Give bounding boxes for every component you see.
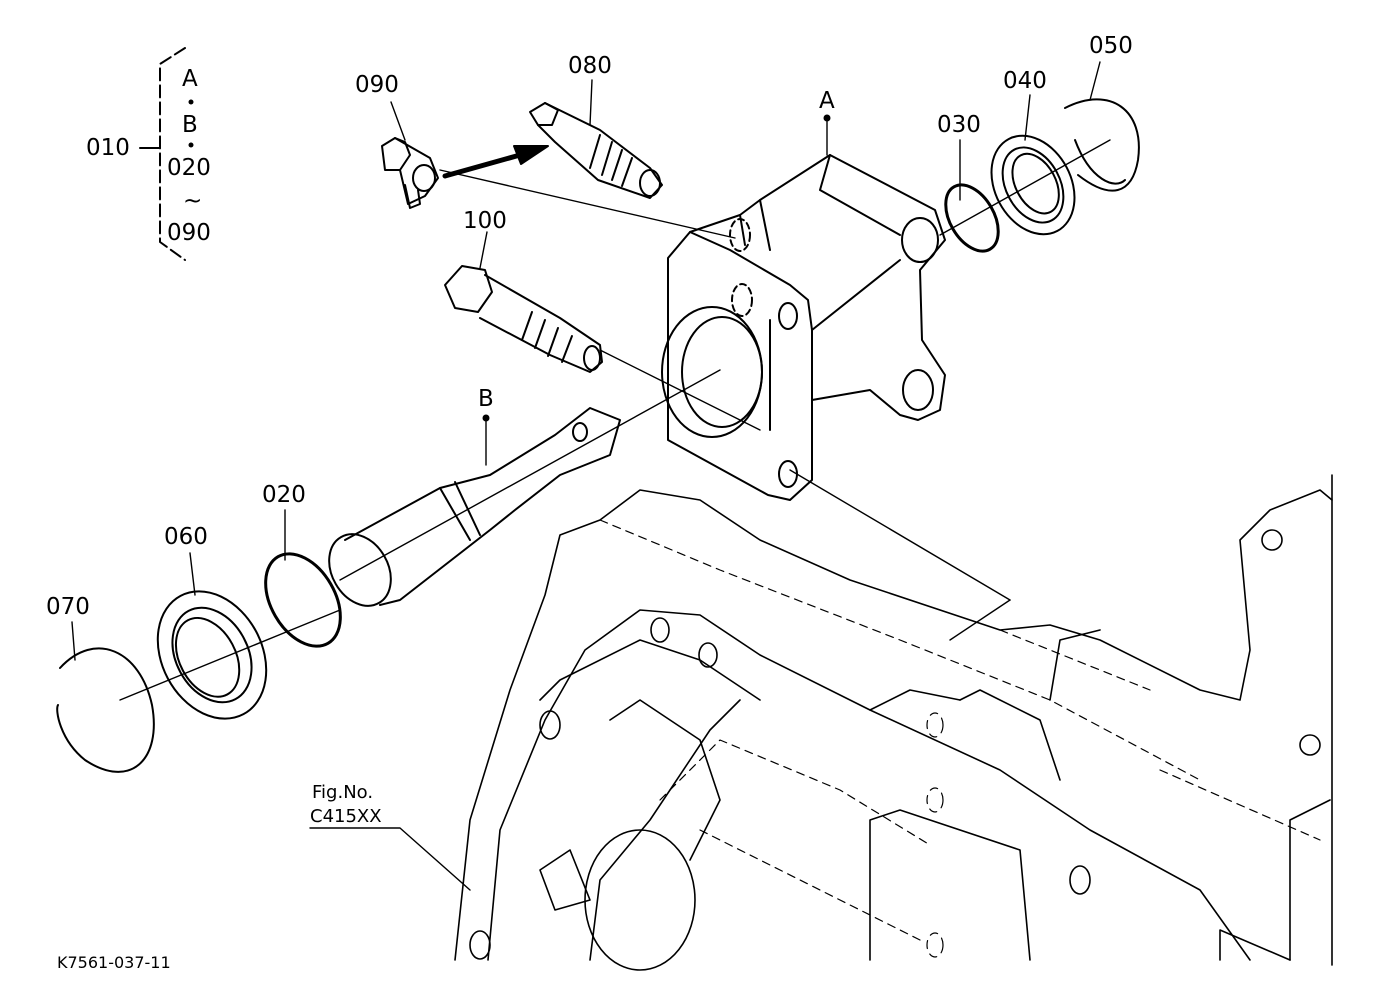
callout-010: 010	[86, 135, 130, 161]
transmission-case	[454, 474, 1333, 971]
part-050-snap-ring	[1064, 98, 1140, 192]
hidden-lines	[599, 519, 1321, 958]
part-030-o-ring	[944, 183, 1000, 253]
drawing-number: K7561-037-11	[57, 953, 171, 972]
part-020-o-ring	[264, 552, 342, 648]
part-040-seal	[990, 134, 1076, 236]
part-090-clip	[381, 137, 439, 209]
bracket-line-090: 090	[167, 220, 211, 246]
figure-ref-line1: Fig.No.	[312, 782, 374, 803]
callout-080: 080	[568, 53, 612, 79]
bracket-line-tilde: ~	[183, 188, 203, 214]
valve-shaft	[328, 407, 621, 607]
leader-lines	[71, 61, 1101, 891]
callout-060: 060	[164, 524, 208, 550]
part-060-seal	[156, 590, 268, 720]
callout-070: 070	[46, 594, 90, 620]
bracket-line-a: A	[182, 66, 198, 92]
bracket-line-020: 020	[167, 155, 211, 181]
assembly-arrow	[442, 145, 549, 179]
part-100-bolt	[444, 265, 603, 373]
callout-040: 040	[1003, 68, 1047, 94]
valve-housing	[661, 154, 946, 501]
center-axis-lines	[119, 139, 1111, 701]
bracket-line-b: B	[182, 112, 198, 138]
part-070-snap-ring	[56, 647, 155, 773]
part-080-pin	[529, 102, 663, 199]
callout-100: 100	[463, 208, 507, 234]
callout-ref-a: A	[819, 88, 835, 114]
callout-ref-b: B	[478, 386, 494, 412]
callout-030: 030	[937, 112, 981, 138]
callout-090: 090	[355, 72, 399, 98]
assembly-bracket	[139, 47, 194, 261]
callout-020: 020	[262, 482, 306, 508]
callout-050: 050	[1089, 33, 1133, 59]
figure-ref-line2: C415XX	[310, 806, 382, 827]
